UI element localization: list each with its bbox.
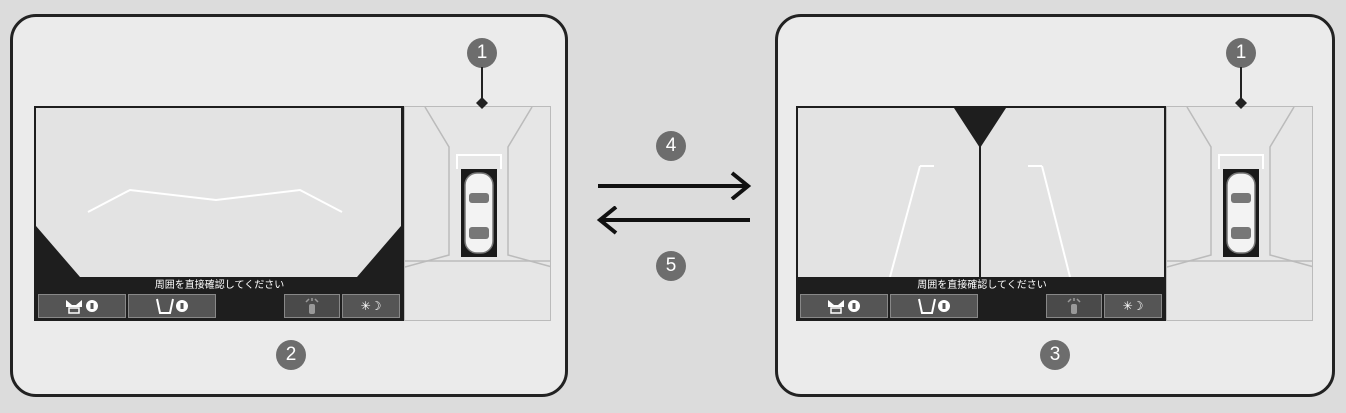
parking-sensor-icon (1067, 298, 1081, 314)
rear-sensor-button[interactable] (128, 294, 216, 318)
rear-camera-split-view: 周囲を直接確認してください ✳☽ (796, 106, 1168, 321)
rear-camera-view: 周囲を直接確認してください ✳☽ (34, 106, 405, 321)
normal-view-panel: 周囲を直接確認してください ✳☽ (10, 14, 568, 397)
caution-message: 周囲を直接確認してください (154, 280, 285, 291)
rear-sensor-button-2[interactable] (890, 294, 978, 318)
day-night-icon: ✳☽ (1122, 299, 1144, 313)
top-view-drawing-2 (1167, 107, 1312, 268)
day-night-button-2[interactable]: ✳☽ (1104, 294, 1162, 318)
front-sensor-lock-icon (66, 300, 98, 314)
callout-1-pointer (476, 67, 488, 109)
front-sensor-lock-icon (828, 300, 860, 314)
camera-image (36, 108, 401, 277)
camera-split-image (798, 108, 1164, 277)
wide-view-panel: 周囲を直接確認してください ✳☽ (775, 14, 1335, 397)
callout-1-right-pointer (1235, 67, 1247, 109)
left-arrow (596, 206, 750, 235)
top-down-view-2 (1166, 106, 1313, 321)
front-sensor-button[interactable] (38, 294, 126, 318)
right-arrow (598, 171, 752, 200)
parking-sensor-button[interactable] (284, 294, 340, 318)
day-night-button[interactable]: ✳☽ (342, 294, 400, 318)
callout-3: 3 (1040, 340, 1070, 370)
rear-sensor-lock-icon (156, 298, 188, 314)
day-night-icon: ✳☽ (360, 299, 382, 313)
callout-1: 1 (467, 38, 497, 68)
callout-2: 2 (276, 340, 306, 370)
parking-sensor-button-2[interactable] (1046, 294, 1102, 318)
rear-sensor-lock-icon (918, 298, 950, 314)
callout-5: 5 (656, 251, 686, 281)
top-down-view (404, 106, 551, 321)
split-guide-lines (889, 108, 1071, 277)
guide-lines (36, 188, 401, 277)
caution-message-2: 周囲を直接確認してください (917, 280, 1047, 291)
parking-sensor-icon (305, 298, 319, 314)
callout-1-right: 1 (1226, 38, 1256, 68)
front-sensor-button-2[interactable] (800, 294, 888, 318)
callout-4: 4 (656, 131, 686, 161)
top-view-drawing (405, 107, 550, 268)
